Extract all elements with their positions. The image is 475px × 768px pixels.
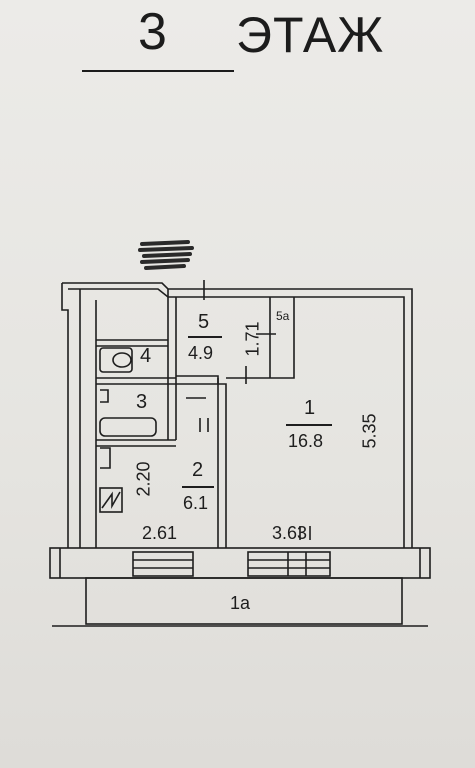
window-right: [247, 551, 331, 577]
window-left: [132, 551, 194, 577]
room-2-area: 6.1: [183, 493, 209, 513]
room-5a-number: 5а: [276, 309, 290, 323]
outer-wall-left: [61, 283, 97, 548]
room-2-fraction-bar: [182, 486, 214, 488]
room-5-area: 4.9: [188, 343, 214, 363]
room-2-number: 2: [192, 459, 204, 481]
wall-room5-left: [167, 289, 177, 440]
wall-bath-top: [96, 339, 168, 347]
dimension-corridor-length: 1.71: [242, 321, 263, 357]
room-1-area: 16.8: [288, 431, 324, 451]
room-5-number: 5: [198, 311, 210, 333]
dimension-living-length: 5.35: [359, 413, 380, 449]
floor-number-underline: [82, 70, 234, 72]
sink-fixture-2: [100, 447, 111, 469]
balcony-lower: [85, 577, 403, 625]
balcony-slab: [49, 547, 431, 579]
floor-label: ЭТАЖ: [236, 7, 385, 63]
redaction-scribble: [138, 240, 194, 270]
floor-header: 3 ЭТАЖ: [0, 0, 475, 90]
wall-wc-bath: [96, 377, 176, 385]
room-4-number: 4: [140, 345, 152, 367]
wall-bath-hall: [96, 439, 176, 447]
floor-number: 3: [138, 3, 167, 61]
toilet-fixture: [99, 347, 133, 373]
dimension-hall-width: 2.61: [142, 523, 178, 543]
dimension-ticks: [186, 280, 311, 540]
wall-room5-bottom: [176, 375, 227, 548]
dimension-hall-height: 2.20: [133, 461, 154, 497]
sink-fixture: [100, 389, 109, 403]
bathtub-fixture: [99, 417, 157, 437]
wall-closet: [226, 297, 295, 379]
dimension-living-width: 3.63: [272, 523, 308, 543]
room-1-fraction-bar: [286, 424, 332, 426]
room-5-fraction-bar: [188, 336, 222, 338]
room-1-number: 1: [304, 397, 316, 419]
stove-fixture: [99, 487, 123, 513]
room-1a-number: 1а: [230, 593, 251, 613]
room-3-number: 3: [136, 391, 148, 413]
